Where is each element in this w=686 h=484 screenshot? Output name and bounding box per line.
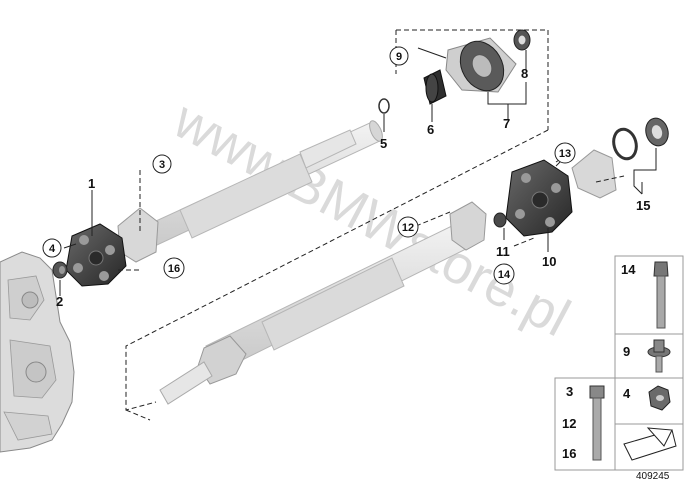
callout-9: 9 (389, 46, 409, 66)
output-flange (571, 149, 617, 199)
callout-1: 1 (88, 176, 95, 191)
svg-text:12: 12 (562, 416, 576, 431)
callout-6: 6 (427, 122, 434, 137)
svg-text:3: 3 (566, 384, 573, 399)
callout-16: 16 (163, 257, 185, 279)
dashed-guide-lines (118, 29, 625, 421)
rear-flex-disc (505, 159, 573, 237)
svg-text:16: 16 (562, 446, 576, 461)
callout-4: 4 (42, 238, 62, 258)
callout-13: 13 (554, 142, 576, 164)
legend-bolt-3-12-16: 3 12 16 (562, 384, 605, 461)
svg-text:4: 4 (49, 243, 56, 255)
center-bearing (445, 37, 517, 93)
callout-15: 15 (636, 198, 650, 213)
leader-lines (59, 47, 657, 296)
callout-11: 11 (496, 244, 510, 259)
callout-12: 12 (397, 216, 419, 238)
seal-ring-set (612, 117, 669, 161)
callout-labels: 1 2 5 6 7 8 10 11 15 (56, 66, 650, 309)
dust-boot (423, 69, 447, 105)
svg-text:13: 13 (559, 148, 571, 160)
callout-2: 2 (56, 294, 63, 309)
callout-14: 14 (493, 263, 515, 285)
legend-bolt-14: 14 (621, 261, 669, 329)
svg-text:9: 9 (396, 51, 402, 63)
svg-text:4: 4 (623, 386, 631, 401)
svg-text:16: 16 (168, 263, 180, 275)
circled-callouts: 3 4 9 12 13 14 16 (42, 46, 576, 285)
svg-text:14: 14 (498, 269, 511, 281)
grooved-ball-bearing (513, 29, 531, 51)
navigation-arrow-icon (623, 427, 677, 461)
rear-drive-shaft (159, 219, 475, 405)
svg-text:9: 9 (623, 344, 630, 359)
centering-sleeve-rear (493, 212, 507, 228)
diagram-reference-number: 409245 (636, 471, 670, 482)
callout-10: 10 (542, 254, 556, 269)
callout-8: 8 (521, 66, 528, 81)
svg-text:12: 12 (402, 222, 414, 234)
svg-text:3: 3 (159, 159, 165, 171)
rear-shaft-flange (449, 201, 487, 251)
centering-sleeve-front (52, 261, 68, 279)
front-flex-disc (65, 223, 127, 287)
legend-bolt-9: 9 (623, 339, 671, 373)
fastener-legend: 14 9 4 3 12 16 409 (554, 255, 684, 482)
svg-text:14: 14 (621, 262, 636, 277)
legend-nut-4: 4 (623, 385, 671, 411)
transfer-case (0, 251, 75, 453)
callout-5: 5 (380, 136, 387, 151)
callout-3: 3 (152, 154, 172, 174)
circlip (378, 98, 390, 114)
callout-7: 7 (503, 116, 510, 131)
